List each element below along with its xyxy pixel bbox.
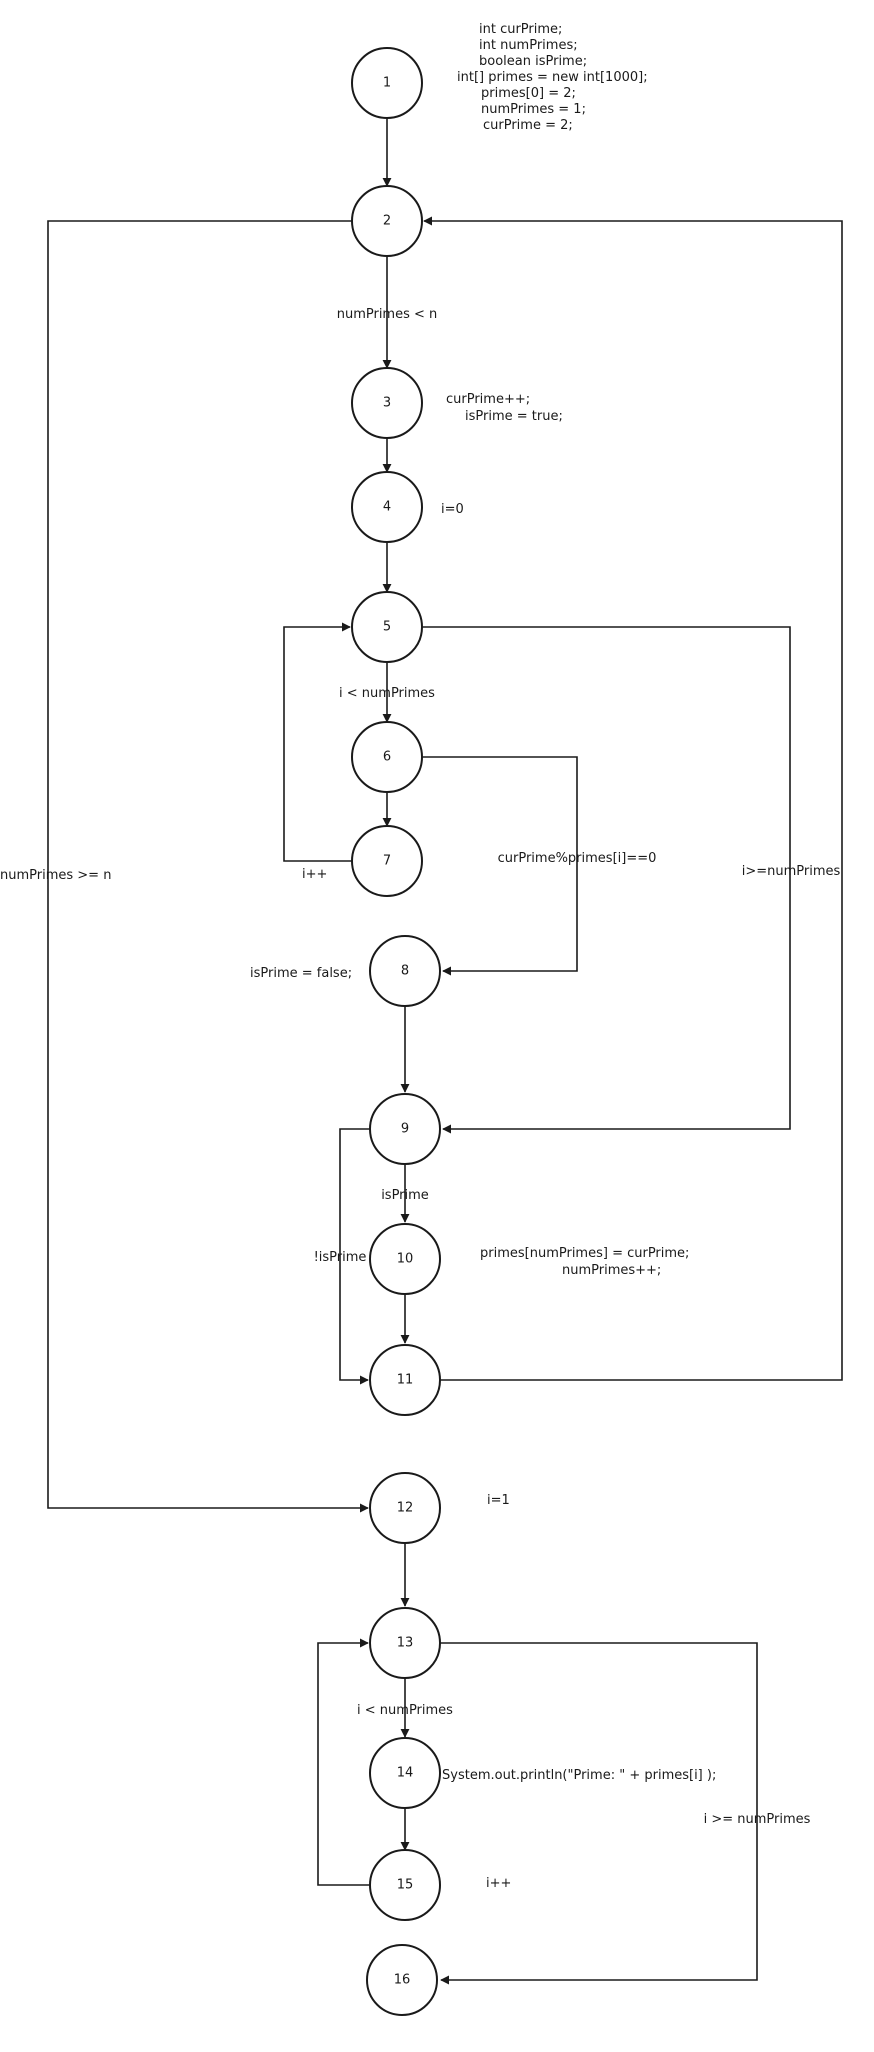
node-10-circle <box>369 1223 441 1295</box>
annotation-line: primes[0] = 2; <box>481 86 576 101</box>
node-5: 5 <box>351 591 423 663</box>
annotation-line: curPrime = 2; <box>483 118 573 133</box>
node-8-circle <box>369 935 441 1007</box>
annotation-node-10-line2: numPrimes++; <box>562 1263 661 1278</box>
node-3: 3 <box>351 367 423 439</box>
node-1: 1 <box>351 47 423 119</box>
annotation-node-4: i=0 <box>441 502 464 517</box>
node-16: 16 <box>366 1944 438 2016</box>
node-15: 15 <box>369 1849 441 1921</box>
annotation-node-8: isPrime = false; <box>250 966 352 981</box>
annotation-node-3-line2: isPrime = true; <box>465 409 563 424</box>
annotation-line: boolean isPrime; <box>479 54 587 69</box>
edge-6-8 <box>422 756 578 976</box>
node-9: 9 <box>369 1093 441 1165</box>
node-7-label: 7 <box>383 854 391 869</box>
node-8-label: 8 <box>401 964 409 979</box>
edge-label-6-8: curPrime%primes[i]==0 <box>498 851 657 866</box>
node-9-circle <box>369 1093 441 1165</box>
annotations: int curPrime; int numPrimes; boolean isP… <box>250 22 716 1891</box>
node-12: 12 <box>369 1472 441 1544</box>
node-5-circle <box>351 591 423 663</box>
edge-label-7-5: i++ <box>302 867 327 882</box>
node-10: 10 <box>369 1223 441 1295</box>
node-11-label: 11 <box>397 1373 414 1388</box>
annotation-node-3-line1: curPrime++; <box>446 392 530 407</box>
node-13: 13 <box>369 1607 441 1679</box>
node-16-circle <box>366 1944 438 2016</box>
node-6-label: 6 <box>383 750 391 765</box>
edge-15-13 <box>317 1638 370 1886</box>
node-9-label: 9 <box>401 1122 409 1137</box>
annotation-line: numPrimes = 1; <box>481 102 586 117</box>
node-15-label: 15 <box>397 1878 414 1893</box>
node-16-label: 16 <box>394 1973 411 1988</box>
annotation-node-1: int curPrime; int numPrimes; boolean isP… <box>457 22 648 133</box>
node-3-label: 3 <box>383 396 391 411</box>
annotation-node-15: i++ <box>486 1876 511 1891</box>
annotation-node-10-line1: primes[numPrimes] = curPrime; <box>480 1246 689 1261</box>
annotation-line: int curPrime; <box>479 22 562 37</box>
edge-label-9-10: isPrime <box>381 1188 429 1203</box>
node-7-circle <box>351 825 423 897</box>
annotation-node-14: System.out.println("Prime: " + primes[i]… <box>442 1768 716 1783</box>
edge-5-9 <box>422 626 791 1134</box>
node-1-label: 1 <box>383 76 391 91</box>
edge-13-16 <box>440 1642 758 1985</box>
node-5-label: 5 <box>383 620 391 635</box>
node-12-label: 12 <box>397 1501 414 1516</box>
edge-labels: numPrimes < n numPrimes >= n i < numPrim… <box>0 307 840 1827</box>
node-7: 7 <box>351 825 423 897</box>
nodes: 1 2 3 4 5 6 7 8 <box>351 47 441 2016</box>
node-14-label: 14 <box>397 1766 414 1781</box>
node-4-circle <box>351 471 423 543</box>
node-15-circle <box>369 1849 441 1921</box>
node-4: 4 <box>351 471 423 543</box>
annotation-node-12: i=1 <box>487 1493 510 1508</box>
node-13-circle <box>369 1607 441 1679</box>
annotation-line: int numPrimes; <box>479 38 578 53</box>
node-3-circle <box>351 367 423 439</box>
edge-9-11 <box>339 1128 370 1385</box>
edge-label-13-16: i >= numPrimes <box>704 1812 811 1827</box>
edge-7-5 <box>283 622 352 862</box>
edge-label-5-9: i>=numPrimes <box>742 864 841 879</box>
node-4-label: 4 <box>383 500 391 515</box>
node-1-circle <box>351 47 423 119</box>
node-2: 2 <box>351 185 423 257</box>
edge-label-2-12: numPrimes >= n <box>0 868 111 883</box>
edges <box>47 119 843 1985</box>
node-10-label: 10 <box>397 1252 414 1267</box>
node-6-circle <box>351 721 423 793</box>
edge-label-2-3: numPrimes < n <box>337 307 438 322</box>
edge-2-12 <box>47 220 369 1513</box>
edge-label-9-11: !isPrime <box>314 1250 367 1265</box>
annotation-line: int[] primes = new int[1000]; <box>457 70 648 85</box>
node-8: 8 <box>369 935 441 1007</box>
edge-label-5-6: i < numPrimes <box>339 686 435 701</box>
node-2-label: 2 <box>383 214 391 229</box>
node-13-label: 13 <box>397 1636 414 1651</box>
node-14: 14 <box>369 1737 441 1809</box>
node-14-circle <box>369 1737 441 1809</box>
node-11: 11 <box>369 1344 441 1416</box>
node-11-circle <box>369 1344 441 1416</box>
node-12-circle <box>369 1472 441 1544</box>
edge-11-2 <box>423 216 843 1381</box>
node-2-circle <box>351 185 423 257</box>
edge-label-13-14: i < numPrimes <box>357 1703 453 1718</box>
node-6: 6 <box>351 721 423 793</box>
